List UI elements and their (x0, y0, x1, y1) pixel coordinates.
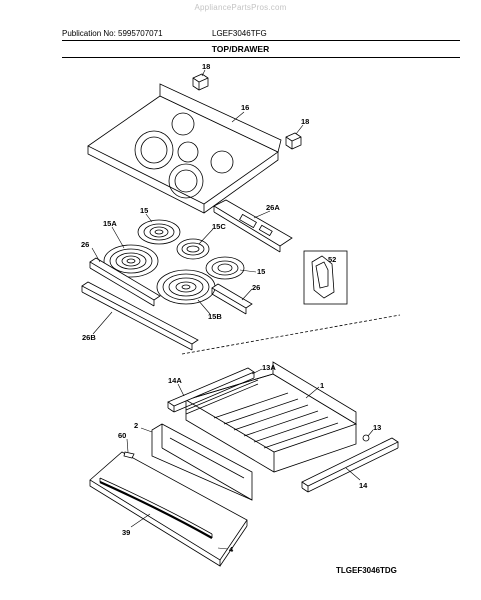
footer-code: TLGEF3046TDG (336, 566, 397, 575)
callout-4: 4 (229, 545, 234, 554)
surface-element-15-right (205, 256, 245, 280)
model-number: LGEF3046TFG (212, 29, 267, 38)
callout-15b: 15B (208, 312, 222, 321)
surface-element-15 (137, 219, 181, 245)
section-title: TOP/DRAWER (211, 44, 270, 54)
callout-18-right: 18 (301, 117, 309, 126)
surface-element-15a (103, 244, 159, 278)
separator-line (181, 314, 401, 355)
mounting-clip-right (285, 132, 302, 150)
callout-15c: 15C (212, 222, 226, 231)
cooktop-glass-part (87, 83, 282, 214)
element-support-26-right (211, 283, 253, 315)
callout-15-right: 15 (257, 267, 265, 276)
callout-labels: 18 16 18 26A 15 15A 15C 26 52 15 26 26B … (81, 62, 381, 554)
drawer-slide-14a (167, 367, 255, 413)
drawer-slide-14 (301, 437, 399, 493)
screw-part-60 (123, 451, 135, 459)
callout-14a: 14A (168, 376, 182, 385)
screw-part-13 (362, 434, 370, 442)
callout-26-right: 26 (252, 283, 260, 292)
callout-14: 14 (359, 481, 368, 490)
header-rule (62, 40, 460, 41)
part-52-box (303, 250, 348, 305)
callout-15a: 15A (103, 219, 117, 228)
callout-15-top: 15 (140, 206, 148, 215)
callout-13a: 13A (262, 363, 276, 372)
surface-element-15c (176, 238, 210, 260)
leader-lines (91, 69, 374, 550)
mounting-clip-top (192, 73, 209, 91)
title-rule (62, 57, 460, 58)
callout-26-left: 26 (81, 240, 89, 249)
publication-number: Publication No: 5995707071 (62, 29, 163, 38)
element-support-26-left (89, 257, 161, 307)
element-bracket-26b (81, 281, 199, 351)
element-bracket-26a (213, 199, 293, 253)
callout-60: 60 (118, 431, 126, 440)
drawer-inner-panel-part (151, 423, 253, 501)
drawer-rail-13a (185, 379, 259, 415)
callout-39: 39 (122, 528, 130, 537)
callout-13: 13 (373, 423, 381, 432)
drawer-front-part (89, 451, 248, 567)
surface-element-15b (156, 269, 216, 305)
drawer-box-part (185, 361, 357, 473)
callout-18-top: 18 (202, 62, 210, 71)
watermark: AppliancePartsPros.com (194, 3, 287, 12)
callout-1: 1 (320, 381, 324, 390)
callout-16: 16 (241, 103, 249, 112)
callout-26a: 26A (266, 203, 280, 212)
drawer-handle-part (99, 477, 213, 539)
callout-26b: 26B (82, 333, 96, 342)
callout-2: 2 (134, 421, 138, 430)
callout-52: 52 (328, 255, 336, 264)
